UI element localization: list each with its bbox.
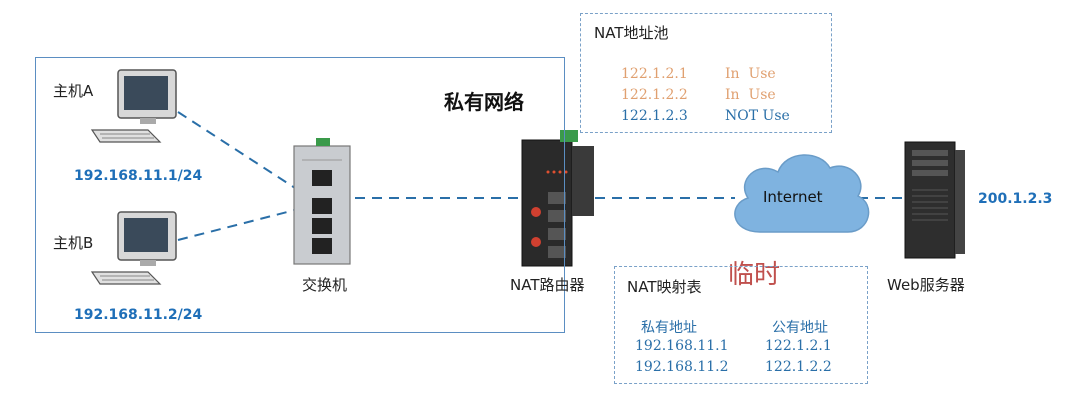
- host-a-label: 主机A: [53, 82, 94, 100]
- nat-pool-row-1-status: In Use: [725, 66, 776, 82]
- private-network-title: 私有网络: [444, 90, 524, 114]
- router-label: NAT路由器: [510, 276, 585, 294]
- server-ip: 200.1.2.3: [978, 191, 1053, 207]
- nat-pool-row-1-ip: 122.1.2.1: [621, 66, 688, 82]
- nat-pool-box: NAT地址池 122.1.2.1 In Use 122.1.2.2 In Use…: [580, 13, 832, 133]
- temp-label: 临时: [728, 260, 781, 290]
- nat-table-header-private: 私有地址: [641, 320, 697, 336]
- nat-pool-row-3-status: NOT Use: [725, 108, 790, 124]
- nat-table-title: NAT映射表: [627, 278, 702, 296]
- nat-pool-row-2-ip: 122.1.2.2: [621, 87, 688, 103]
- nat-table-row-1-public: 122.1.2.1: [765, 338, 832, 354]
- nat-table-row-2-private: 192.168.11.2: [635, 359, 729, 375]
- nat-pool-row-3-ip: 122.1.2.3: [621, 108, 688, 124]
- switch-label: 交换机: [302, 276, 348, 294]
- nat-pool-row-2-status: In Use: [725, 87, 776, 103]
- server-label: Web服务器: [887, 276, 965, 294]
- internet-cloud-icon: [734, 154, 870, 233]
- private-network-boundary: [35, 57, 565, 333]
- host-b-computer-icon: [90, 211, 177, 285]
- nat-pool-title: NAT地址池: [594, 24, 669, 42]
- internet-label: Internet: [763, 188, 823, 206]
- host-a-computer-icon: [90, 69, 177, 143]
- switch-icon: [293, 138, 351, 265]
- nat-table-box: NAT映射表 私有地址 公有地址 192.168.11.1 122.1.2.1 …: [614, 266, 868, 384]
- host-b-label: 主机B: [53, 234, 94, 252]
- nat-table-row-2-public: 122.1.2.2: [765, 359, 832, 375]
- link-host-a-switch: [177, 111, 296, 189]
- host-b-ip: 192.168.11.2/24: [74, 307, 203, 323]
- nat-table-row-1-private: 192.168.11.1: [635, 338, 729, 354]
- host-a-ip: 192.168.11.1/24: [74, 168, 203, 184]
- web-server-icon: [904, 141, 965, 259]
- nat-table-header-public: 公有地址: [772, 320, 828, 336]
- link-host-b-switch: [177, 209, 296, 241]
